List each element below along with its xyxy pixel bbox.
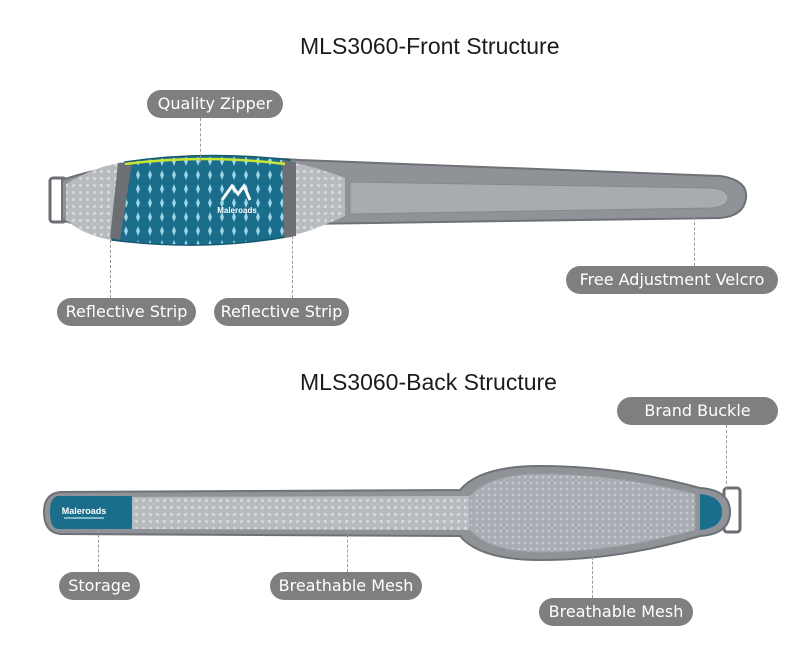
label-breathable-mesh-left: Breathable Mesh: [270, 572, 422, 600]
front-belt: Maleroads: [48, 154, 748, 246]
leader-quality-zipper: [200, 118, 201, 162]
front-pouch: [111, 154, 293, 246]
back-belt: Maleroads: [42, 464, 742, 562]
back-structure-title: MLS3060-Back Structure: [300, 369, 557, 395]
leader-brand-buckle: [726, 425, 727, 489]
velcro-strip: [349, 181, 729, 215]
label-storage: Storage: [59, 572, 140, 600]
label-reflective-strip-right: Reflective Strip: [214, 298, 349, 326]
front-structure-title: MLS3060-Front Structure: [300, 33, 560, 59]
zipper: [124, 157, 286, 166]
label-quality-zipper: Quality Zipper: [147, 90, 283, 118]
leader-mesh-right: [592, 552, 593, 598]
front-side-mesh-right: [290, 162, 345, 236]
front-side-mesh-left: [66, 162, 125, 240]
leader-mesh-left: [347, 530, 348, 572]
leader-reflective-right: [292, 236, 293, 298]
label-breathable-mesh-right: Breathable Mesh: [539, 598, 693, 626]
maleroads-logo-mark: [220, 183, 252, 201]
leader-storage: [98, 530, 99, 572]
label-reflective-strip-left: Reflective Strip: [57, 298, 196, 326]
label-free-adjustment-velcro: Free Adjustment Velcro: [566, 266, 778, 294]
back-logo-text: Maleroads: [62, 506, 107, 516]
storage-pocket: [50, 496, 132, 529]
back-strap-mesh: [132, 496, 470, 530]
leader-velcro: [694, 212, 695, 266]
back-mesh-panel: [469, 473, 696, 553]
label-brand-buckle: Brand Buckle: [617, 397, 778, 425]
front-logo-text: Maleroads: [217, 206, 257, 215]
leader-reflective-left: [110, 240, 111, 298]
